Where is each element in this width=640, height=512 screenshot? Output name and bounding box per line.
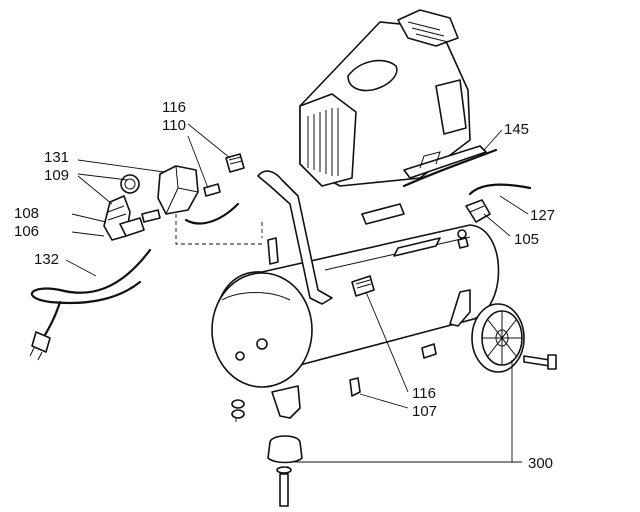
label-110: 110 bbox=[162, 117, 186, 134]
pressure-gauge bbox=[120, 174, 140, 194]
pressure-regulator bbox=[103, 195, 161, 241]
wheel-bolt bbox=[523, 354, 557, 370]
outlet-tube bbox=[257, 170, 333, 305]
drain-valve bbox=[349, 377, 361, 397]
power-cord bbox=[29, 248, 152, 361]
label-109: 109 bbox=[44, 167, 69, 184]
label-107: 107 bbox=[412, 403, 437, 420]
label-145: 145 bbox=[504, 121, 529, 138]
label-300: 300 bbox=[528, 455, 553, 472]
switch-cable bbox=[468, 183, 532, 196]
rubber-foot bbox=[267, 435, 303, 507]
safety-valve bbox=[465, 199, 491, 223]
motor-unit bbox=[299, 9, 487, 187]
label-116-bottom: 116 bbox=[412, 385, 436, 402]
switch-wire bbox=[184, 202, 240, 225]
label-106: 106 bbox=[14, 223, 39, 240]
tank-fittings bbox=[421, 237, 469, 359]
washer-nut bbox=[231, 399, 245, 419]
tank-bracket bbox=[271, 203, 471, 419]
hose bbox=[402, 148, 498, 188]
label-131: 131 bbox=[44, 149, 69, 166]
check-valve bbox=[351, 275, 375, 297]
label-127: 127 bbox=[530, 207, 555, 224]
label-132: 132 bbox=[34, 251, 59, 268]
callout-labels: 116 110 131 109 108 106 132 145 127 105 … bbox=[14, 99, 555, 472]
leader-lines bbox=[65, 123, 529, 463]
label-108: 108 bbox=[14, 205, 39, 222]
label-116-top: 116 bbox=[162, 99, 186, 116]
label-105: 105 bbox=[514, 231, 539, 248]
air-tank bbox=[211, 224, 500, 388]
pressure-switch bbox=[157, 153, 245, 215]
wheel bbox=[471, 303, 525, 373]
